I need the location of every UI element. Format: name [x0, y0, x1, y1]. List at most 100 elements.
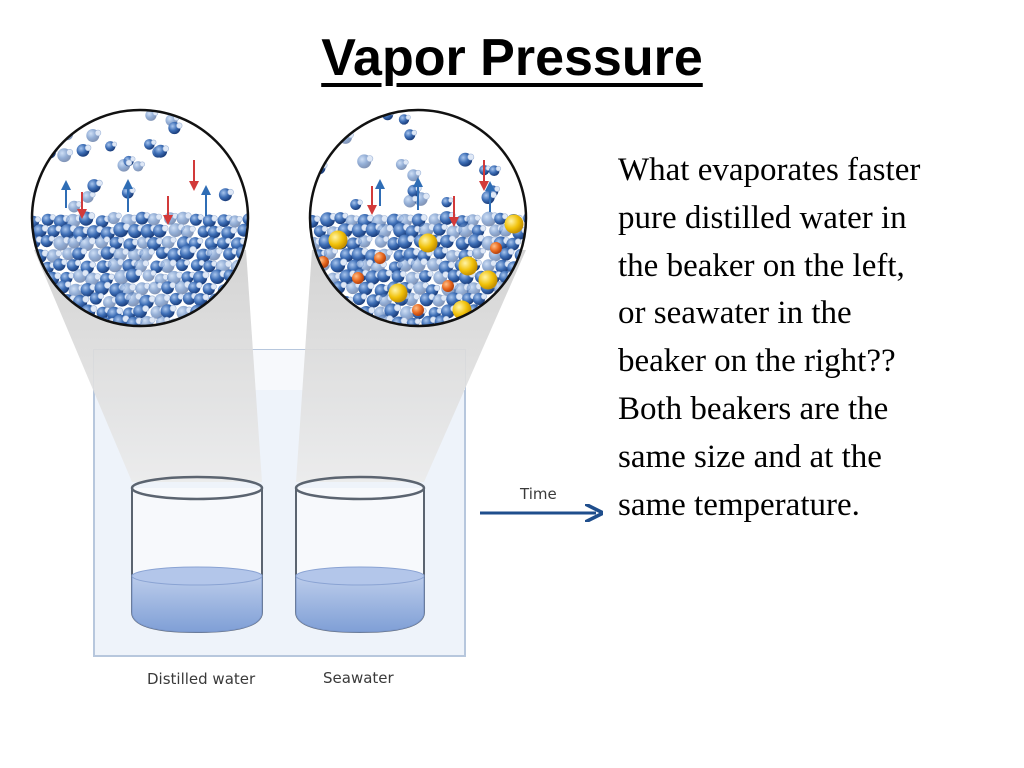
hydrogen-atom [122, 248, 129, 256]
hydrogen-atom [340, 281, 347, 289]
time-label: Time [519, 485, 557, 503]
hydrogen-atom [130, 156, 136, 162]
salt-ion-icon [328, 230, 348, 250]
hydrogen-atom [176, 122, 183, 129]
hydrogen-atom [150, 270, 157, 277]
hydrogen-atom [522, 271, 526, 279]
water-molecule-icon [313, 138, 327, 152]
hydrogen-atom [496, 317, 504, 324]
hydrogen-atom [515, 284, 523, 292]
salt-ion-icon [412, 304, 424, 316]
hydrogen-atom [142, 259, 149, 267]
water-molecule-icon [528, 292, 543, 307]
salt-ion-icon [458, 256, 478, 276]
hydrogen-atom [407, 235, 415, 243]
hydrogen-atom [54, 272, 62, 280]
hydrogen-atom [125, 159, 133, 166]
hydrogen-atom [314, 215, 321, 223]
hydrogen-atom [538, 293, 545, 300]
hydrogen-atom [406, 282, 414, 290]
hydrogen-atom [448, 197, 454, 203]
hydrogen-atom [535, 227, 541, 233]
hydrogen-atom [211, 215, 218, 222]
question-line: beaker on the right?? [618, 343, 896, 380]
hydrogen-atom [202, 271, 210, 279]
hydrogen-atom [367, 282, 375, 290]
hydrogen-atom [41, 224, 49, 232]
hydrogen-atom [82, 295, 90, 303]
vapor-arrows-left [61, 160, 211, 225]
hydrogen-atom [382, 236, 390, 243]
water-molecule-icon [525, 226, 526, 241]
hydrogen-atom [415, 169, 422, 176]
hydrogen-atom [169, 281, 176, 289]
hydrogen-atom [479, 247, 486, 254]
hydrogen-atom [139, 161, 146, 167]
question-line: Both beakers are the [618, 390, 889, 427]
hydrogen-atom [532, 213, 538, 219]
hydrogen-atom [236, 216, 243, 223]
water-molecule-icon [247, 247, 248, 260]
hydrogen-atom [400, 317, 408, 325]
water-molecule-icon [522, 280, 526, 294]
hydrogen-atom [386, 249, 393, 256]
hydrogen-atom [103, 236, 111, 243]
hydrogen-atom [34, 216, 41, 223]
hydrogen-atom [55, 250, 62, 257]
hydrogen-atom [183, 259, 190, 266]
hydrogen-atom [447, 261, 455, 269]
hydrogen-atom [56, 319, 63, 326]
hydrogen-atom [66, 148, 74, 156]
hydrogen-atom [530, 307, 536, 313]
hydrogen-atom [202, 293, 210, 301]
hydrogen-atom [108, 273, 115, 280]
time-arrow: Time [480, 485, 596, 513]
hydrogen-atom [515, 142, 523, 149]
salt-ion-icon [352, 272, 364, 284]
hydrogen-atom [251, 214, 256, 219]
hydrogen-atom [474, 214, 481, 221]
hydrogen-atom [148, 248, 155, 256]
hydrogen-atom [253, 305, 259, 311]
hydrogen-atom [322, 139, 329, 147]
hydrogen-atom [400, 270, 407, 278]
hydrogen-atom [501, 307, 509, 314]
slide-title: Vapor Pressure [0, 28, 1024, 88]
water-molecule-icon [507, 141, 521, 155]
hydrogen-atom [253, 237, 259, 243]
water-molecule-icon [513, 293, 526, 309]
hydrogen-atom [366, 235, 373, 242]
hydrogen-atom [256, 248, 262, 254]
hydrogen-atom [455, 293, 463, 301]
hydrogen-atom [148, 316, 156, 324]
hydrogen-atom [252, 259, 259, 266]
hydrogen-atom [422, 282, 429, 289]
hydrogen-atom [169, 259, 177, 267]
hydrogen-atom [511, 293, 519, 301]
salt-ion-icon [374, 252, 386, 264]
water-molecule-icon [505, 305, 520, 320]
beaker-left [130, 475, 264, 634]
hydrogen-atom [129, 283, 137, 291]
hydrogen-atom [385, 269, 393, 277]
hydrogen-atom [386, 224, 394, 232]
hydrogen-atom [129, 187, 136, 194]
hydrogen-atom [402, 159, 409, 166]
hydrogen-atom [257, 318, 263, 324]
question-line: same size and at the [618, 438, 882, 475]
hydrogen-atom [366, 155, 374, 162]
hydrogen-atom [521, 318, 526, 326]
water-molecule-icon [521, 306, 526, 320]
hydrogen-atom [422, 192, 430, 200]
hydrogen-atom [232, 138, 239, 145]
hydrogen-atom [161, 225, 169, 232]
water-molecule-icon [326, 128, 338, 140]
hydrogen-atom [537, 248, 542, 253]
hydrogen-atom [357, 199, 363, 206]
hydrogen-atom [522, 294, 526, 302]
magnified-view-seawater [308, 108, 545, 328]
hydrogen-atom [90, 305, 98, 313]
hydrogen-atom [535, 271, 541, 277]
hydrogen-atom [333, 129, 340, 135]
hydrogen-atom [427, 270, 434, 277]
